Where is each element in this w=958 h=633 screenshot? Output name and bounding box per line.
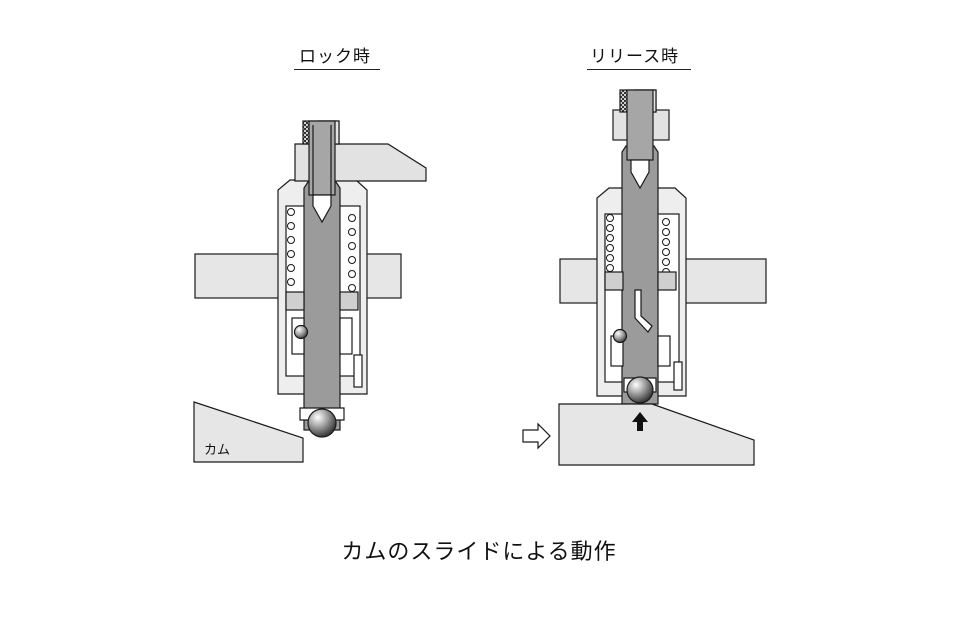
lock-ball (293, 324, 309, 340)
arrow-up-solid-icon (632, 412, 648, 431)
tip-ball (307, 408, 337, 438)
tip-ball-release (626, 376, 654, 404)
cam-label: カム (204, 443, 230, 458)
cam-block-release (558, 403, 755, 466)
release-title-underline (587, 69, 691, 70)
release-assembly (558, 89, 767, 466)
release-state-title: リリース時 (590, 47, 680, 67)
plunger-shaft (303, 181, 341, 431)
lock-ball-release (612, 328, 628, 344)
lock-state-title: ロック時 (299, 47, 371, 67)
lock-assembly (193, 120, 427, 463)
diagram-caption: カムのスライドによる動作 (341, 540, 617, 565)
arrow-right-outline-icon (522, 422, 551, 450)
lock-title-underline (294, 69, 380, 70)
cam-block (193, 401, 304, 463)
